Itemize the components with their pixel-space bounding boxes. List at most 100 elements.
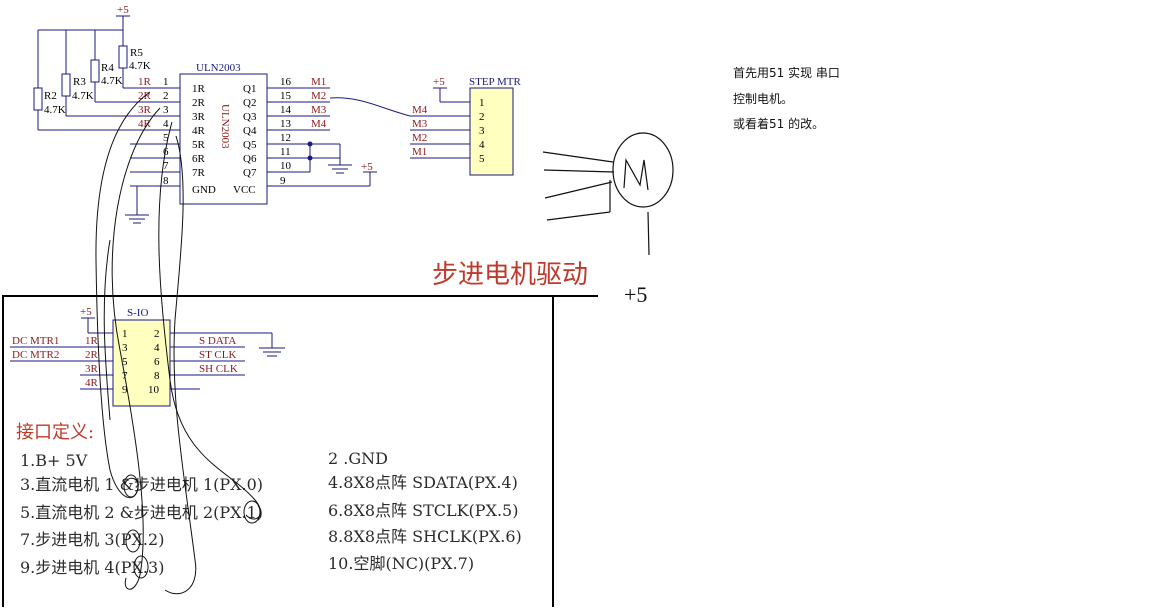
interface-item-1: 1.B+ 5V xyxy=(20,451,88,470)
uln-pin-num-2: 2 xyxy=(163,90,169,102)
sio-connector: S-IO +5 1 3 5 7 9 2 4 6 8 10 1R 2R 3R 4R… xyxy=(10,306,285,407)
uln-pin-q1: Q1 xyxy=(243,83,256,95)
step-net-m1: M1 xyxy=(412,146,427,158)
uln-pin-6r: 6R xyxy=(192,153,206,165)
step-motor-power: +5 xyxy=(433,76,445,88)
uln-output-labels: M1 M2 M3 M4 +5 xyxy=(311,76,373,173)
note-line-1: 首先用51 实现 串口 xyxy=(733,66,840,80)
sio-pin-8: 8 xyxy=(154,370,160,382)
step-motor-pin-5: 5 xyxy=(479,153,485,165)
net-m4: M4 xyxy=(311,118,327,130)
sio-dc-mtr2: DC MTR2 xyxy=(12,349,59,361)
uln-pin-7r: 7R xyxy=(192,167,206,179)
sio-pin-2: 2 xyxy=(154,328,160,340)
interface-item-7: 7.步进电机 3(PX.2) xyxy=(20,530,164,549)
uln-pin-num-6: 6 xyxy=(163,146,169,158)
uln-pin-q5: Q5 xyxy=(243,139,257,151)
junction-dots xyxy=(307,141,313,161)
uln-left-pin-names: 1R 2R 3R 4R 5R 6R 7R GND xyxy=(192,83,216,196)
note-line-2: 控制电机。 xyxy=(733,92,794,106)
sio-net-4r: 4R xyxy=(85,377,99,389)
interface-item-10: 10.空脚(NC)(PX.7) xyxy=(328,554,474,573)
uln-pin-num-16: 16 xyxy=(280,76,292,88)
handdrawn-traces xyxy=(95,91,261,595)
ground-symbol-left xyxy=(125,186,149,224)
sio-pin-9: 9 xyxy=(122,384,128,396)
uln-pin-num-3: 3 xyxy=(163,104,169,116)
interface-item-4: 4.8X8点阵 SDATA(PX.4) xyxy=(328,473,518,492)
title-clip-mask xyxy=(598,240,638,300)
uln-pin-2r: 2R xyxy=(192,97,206,109)
interface-item-5: 5.直流电机 2 &步进电机 2(PX.1) xyxy=(20,503,263,522)
step-motor-pin-1: 1 xyxy=(479,97,485,109)
uln-pin-vcc: VCC xyxy=(233,184,256,196)
uln-pin-q2: Q2 xyxy=(243,97,256,109)
plus5-top-resistors: +5 xyxy=(117,4,129,16)
net-m1: M1 xyxy=(311,76,326,88)
step-net-m4: M4 xyxy=(412,104,428,116)
resistor-network xyxy=(33,15,180,187)
uln-right-pin-names: Q1 Q2 Q3 Q4 Q5 Q6 Q7 VCC xyxy=(233,83,257,196)
resistor-r5-name: R5 xyxy=(130,47,143,59)
uln-pin-1r: 1R xyxy=(192,83,206,95)
interface-item-9: 9.步进电机 4(PX.3) xyxy=(20,558,164,577)
interface-item-2: 2 .GND xyxy=(328,449,388,468)
resistor-r4-value: 4.7K xyxy=(101,75,123,87)
uln-pin-num-11: 11 xyxy=(280,146,291,158)
sio-pin-5: 5 xyxy=(122,356,128,368)
note-line-3: 或看着51 的改。 xyxy=(733,117,825,131)
step-motor-pin-2: 2 xyxy=(479,111,485,123)
uln-pin-q6: Q6 xyxy=(243,153,257,165)
uln-right-pin-numbers: 16 15 14 13 12 11 10 9 xyxy=(280,76,292,187)
uln-pin-num-5: 5 xyxy=(163,132,169,144)
step-motor-title: STEP MTR xyxy=(469,76,522,88)
resistor-r5-value: 4.7K xyxy=(129,60,151,72)
uln2003-title: ULN2003 xyxy=(196,62,241,74)
net-label-1r: 1R xyxy=(138,76,152,88)
uln-pin-num-9: 9 xyxy=(280,175,286,187)
power-label-vcc: +5 xyxy=(361,161,373,173)
uln-pin-num-12: 12 xyxy=(280,132,291,144)
sio-pin-1: 1 xyxy=(122,328,128,340)
net-labels-left: 1R 2R 3R 4R xyxy=(138,76,152,130)
sio-title: S-IO xyxy=(127,307,148,319)
interface-item-3: 3.直流电机 1 &步进电机 1(PX.0) xyxy=(20,475,263,494)
uln-pin-num-8: 8 xyxy=(163,175,169,187)
sio-net-2r: 2R xyxy=(85,349,99,361)
uln-pin-num-15: 15 xyxy=(280,90,292,102)
net-m2: M2 xyxy=(311,90,326,102)
sio-pin-4: 4 xyxy=(154,342,160,354)
sio-net-1r: 1R xyxy=(85,335,99,347)
page-title-big: 步进电机驱动 xyxy=(432,260,588,290)
sio-st-clk: ST CLK xyxy=(199,349,236,361)
sio-net-3r: 3R xyxy=(85,363,99,375)
resistor-r2-name: R2 xyxy=(44,90,57,102)
uln-pin-3r: 3R xyxy=(192,111,206,123)
net-label-3r: 3R xyxy=(138,104,152,116)
motor-sketch xyxy=(542,132,674,256)
step-motor-pin-3: 3 xyxy=(479,125,485,137)
uln2003-rotated-label: ULN2003 xyxy=(219,104,231,149)
power-label: +5 xyxy=(117,4,129,16)
uln-pin-q4: Q4 xyxy=(243,125,257,137)
resistor-r3-value: 4.7K xyxy=(72,90,94,102)
sio-power: +5 xyxy=(80,306,92,318)
sio-pin-6: 6 xyxy=(154,356,160,368)
step-net-m2: M2 xyxy=(412,132,427,144)
interface-item-6: 6.8X8点阵 STCLK(PX.5) xyxy=(328,501,518,520)
net-label-4r: 4R xyxy=(138,118,152,130)
uln-pin-4r: 4R xyxy=(192,125,206,137)
uln-pin-num-4: 4 xyxy=(163,118,169,130)
interface-header: 接口定义: xyxy=(16,422,94,443)
uln-pin-num-13: 13 xyxy=(280,118,292,130)
sio-pin-3: 3 xyxy=(122,342,128,354)
sio-dc-mtr1: DC MTR1 xyxy=(12,335,59,347)
sio-sh-clk: SH CLK xyxy=(199,363,238,375)
resistor-r4-name: R4 xyxy=(101,62,114,74)
interface-definition: 接口定义: 1.B+ 5V 3.直流电机 1 &步进电机 1(PX.0) 5.直… xyxy=(16,422,522,577)
resistor-r2-value: 4.7K xyxy=(44,104,66,116)
net-m3: M3 xyxy=(311,104,327,116)
uln-left-pin-numbers: 1 2 3 4 5 6 7 8 xyxy=(163,76,169,187)
